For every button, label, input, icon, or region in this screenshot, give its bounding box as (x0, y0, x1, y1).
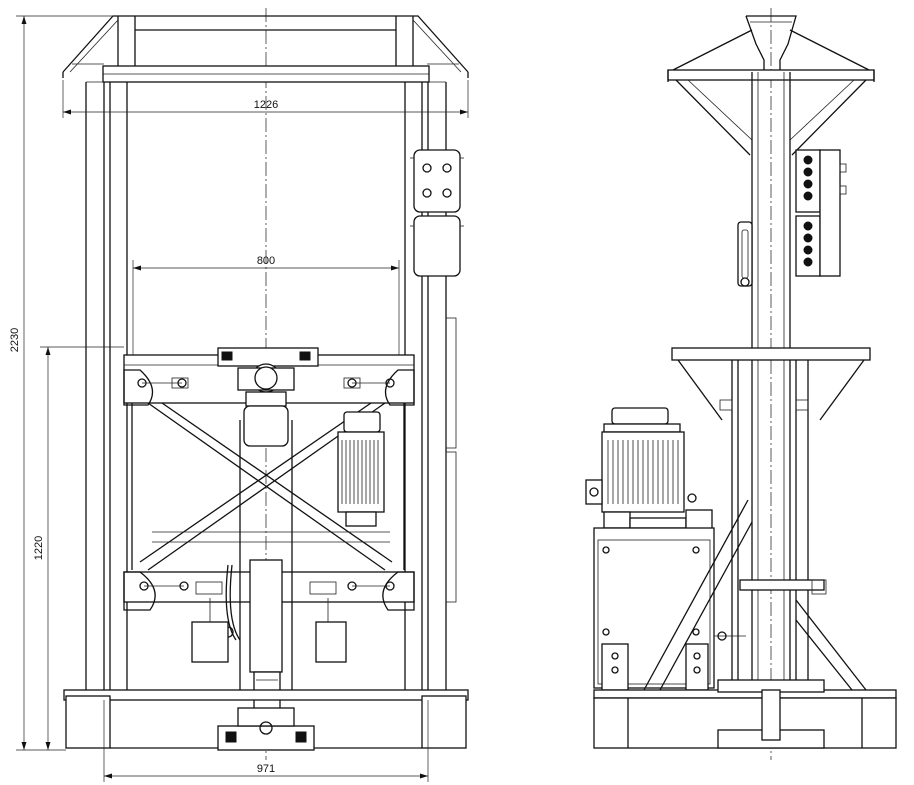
front-base (63, 689, 469, 751)
dim-971-label: 971 (257, 763, 275, 775)
front-top-head (62, 15, 469, 83)
side-motor (585, 407, 713, 531)
side-view (585, 8, 897, 760)
dim-1226-label: 1226 (254, 99, 278, 111)
side-braces (643, 499, 867, 691)
dim-800-label: 800 (257, 255, 275, 267)
dim-1220-label: 1220 (33, 536, 45, 560)
side-base (593, 679, 897, 749)
dim-1226 (62, 80, 469, 118)
front-carriage (123, 347, 415, 611)
dim-971 (103, 700, 429, 782)
dim-2230-label: 2230 (9, 328, 21, 352)
side-top-funnel (667, 15, 875, 156)
front-motor (337, 411, 385, 527)
dim-1220 (40, 346, 124, 750)
dim-2230 (16, 15, 113, 751)
dim-800 (132, 260, 400, 355)
front-view: 1226 800 2230 1220 (9, 8, 469, 782)
front-cylinder (191, 420, 347, 733)
front-control-box (410, 149, 464, 277)
side-tank (593, 527, 746, 691)
side-control-boxes (737, 149, 847, 287)
